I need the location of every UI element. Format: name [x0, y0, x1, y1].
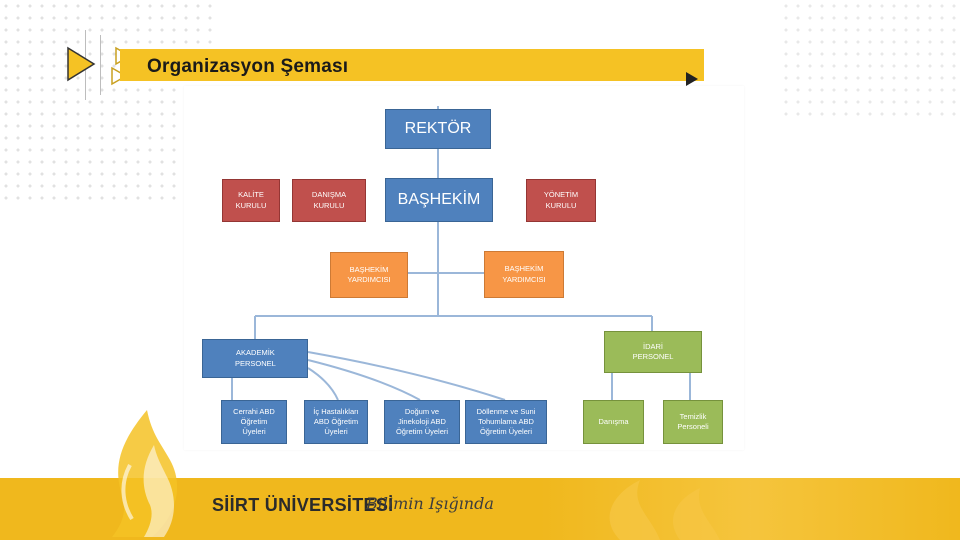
node-danisma: Danışma [583, 400, 644, 444]
dot-pattern-right [780, 0, 960, 120]
node-idari-personel: İDARİ PERSONEL [604, 331, 702, 373]
page-title: Organizasyon Şeması [147, 56, 349, 77]
flame-logo-icon [112, 410, 178, 537]
university-motto: Bilimin Işığında [366, 494, 494, 513]
node-dogum-jinekoloji-abd: Doğum ve Jinekoloji ABD Öğretim Üyeleri [384, 400, 460, 444]
university-name: SİİRT ÜNİVERSİTESİ [212, 495, 394, 515]
node-akademik-personel: AKADEMİK PERSONEL [202, 339, 308, 378]
footer-glow [540, 478, 960, 540]
dot-pattern-left [0, 0, 220, 200]
node-bashekim: BAŞHEKİM [385, 178, 493, 222]
node-dollenme-abd: Döllenme ve Suni Tohumlama ABD Öğretim Ü… [465, 400, 547, 444]
node-bashekim-yardimcisi-2: BAŞHEKİM YARDIMCISI [484, 251, 564, 298]
node-kalite-kurulu: KALİTE KURULU [222, 179, 280, 222]
node-temizlik-personeli: Temizlik Personeli [663, 400, 723, 444]
decor-line [100, 35, 101, 95]
node-cerrahi-abd: Cerrahi ABD Öğretim Üyeleri [221, 400, 287, 444]
node-danisma-kurulu: DANIŞMA KURULU [292, 179, 366, 222]
node-ic-hastaliklari-abd: İç Hastalıkları ABD Öğretim Üyeleri [304, 400, 368, 444]
node-bashekim-yardimcisi-1: BAŞHEKİM YARDIMCISI [330, 252, 408, 298]
flame-watermark-icon [609, 480, 720, 540]
node-yonetim-kurulu: YÖNETİM KURULU [526, 179, 596, 222]
arrow-right-icon [686, 72, 698, 86]
node-rektor: REKTÖR [385, 109, 491, 149]
title-bar [120, 49, 704, 81]
